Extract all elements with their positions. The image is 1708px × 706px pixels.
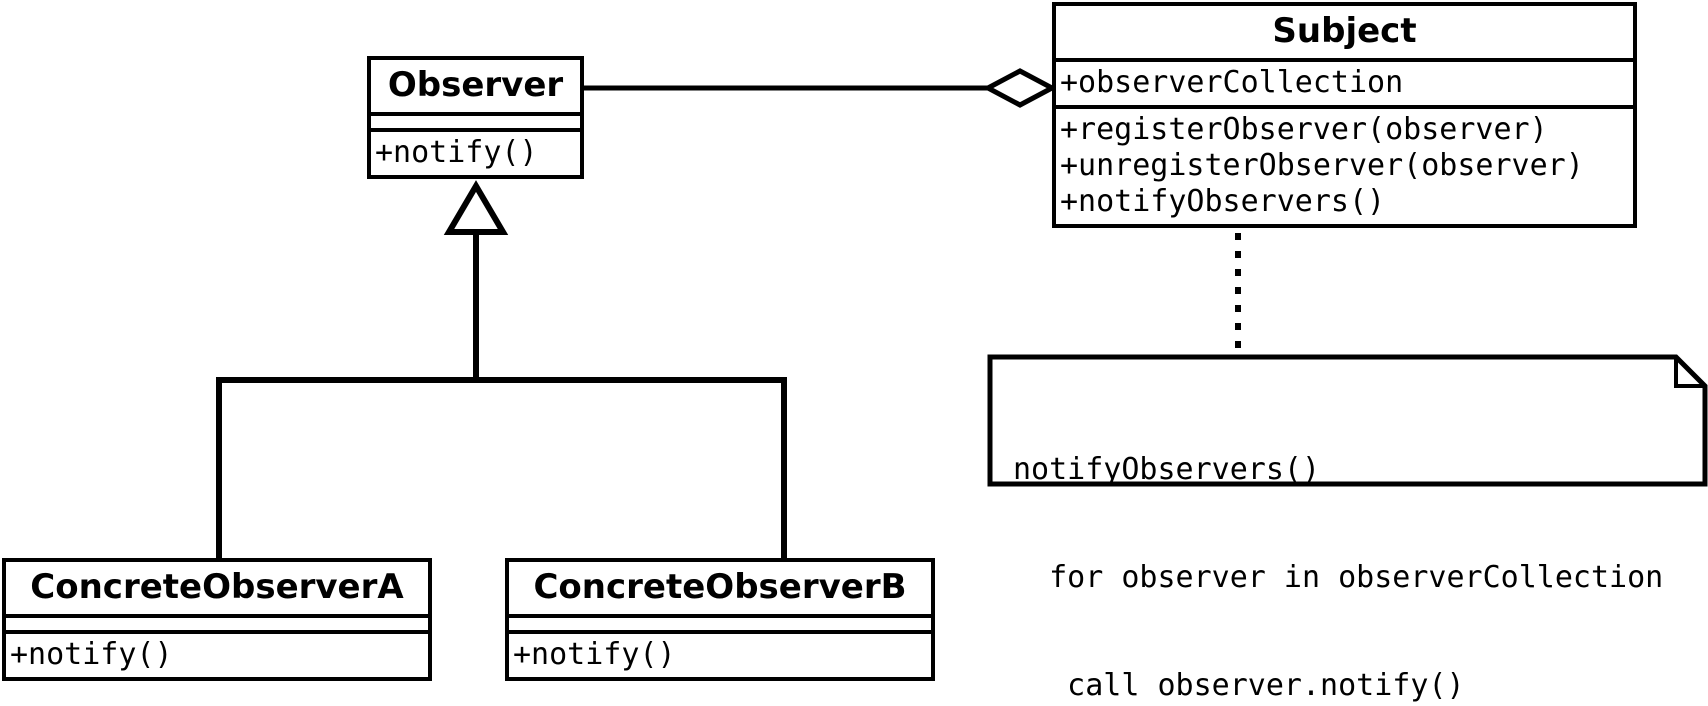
class-divider [371, 128, 580, 132]
class-divider [1056, 58, 1633, 62]
class-attributes-concrete-observer-a [6, 618, 428, 630]
class-divider [6, 614, 428, 618]
class-name-concrete-observer-a: ConcreteObserverA [30, 567, 404, 607]
operation-item: +unregisterObserver(observer) [1060, 148, 1584, 183]
class-attributes-observer [371, 116, 580, 128]
class-operations-concrete-observer-a: +notify() [6, 634, 428, 677]
class-divider [1056, 105, 1633, 109]
note-line: notifyObservers() [1013, 452, 1321, 487]
class-divider [371, 112, 580, 116]
note-box[interactable]: notifyObservers() for observer in observ… [987, 354, 1708, 703]
generalization-hollow-triangle [443, 180, 509, 235]
class-box-concrete-observer-b[interactable]: ConcreteObserverB +notify() [505, 558, 935, 681]
class-box-subject[interactable]: Subject +observerCollection +registerObs… [1052, 2, 1637, 228]
class-name-observer: Observer [387, 65, 564, 105]
operation-item: +notifyObservers() [1060, 184, 1386, 219]
class-attributes-concrete-observer-b [509, 618, 931, 630]
class-divider [509, 630, 931, 634]
class-divider [6, 630, 428, 634]
operation-item: +notify() [375, 135, 538, 170]
class-box-concrete-observer-a[interactable]: ConcreteObserverA +notify() [2, 558, 432, 681]
note-line: for observer in observerCollection [1013, 560, 1664, 595]
operation-item: +registerObserver(observer) [1060, 112, 1548, 147]
class-divider [509, 614, 931, 618]
class-operations-subject: +registerObserver(observer) +unregisterO… [1056, 109, 1633, 224]
class-operations-observer: +notify() [371, 132, 580, 175]
class-attributes-subject: +observerCollection [1056, 62, 1633, 105]
class-box-observer[interactable]: Observer +notify() [367, 56, 584, 179]
note-text: notifyObservers() for observer in observ… [1013, 380, 1663, 706]
operation-item: +notify() [513, 637, 676, 672]
aggregation-hollow-diamond [982, 68, 1058, 108]
operation-item: +notify() [10, 637, 173, 672]
attribute-item: +observerCollection [1060, 65, 1404, 100]
note-line: call observer.notify() [1013, 668, 1465, 703]
note-shape [987, 354, 1708, 487]
class-name-concrete-observer-b: ConcreteObserverB [533, 567, 907, 607]
class-name-subject: Subject [1272, 11, 1417, 51]
class-operations-concrete-observer-b: +notify() [509, 634, 931, 677]
